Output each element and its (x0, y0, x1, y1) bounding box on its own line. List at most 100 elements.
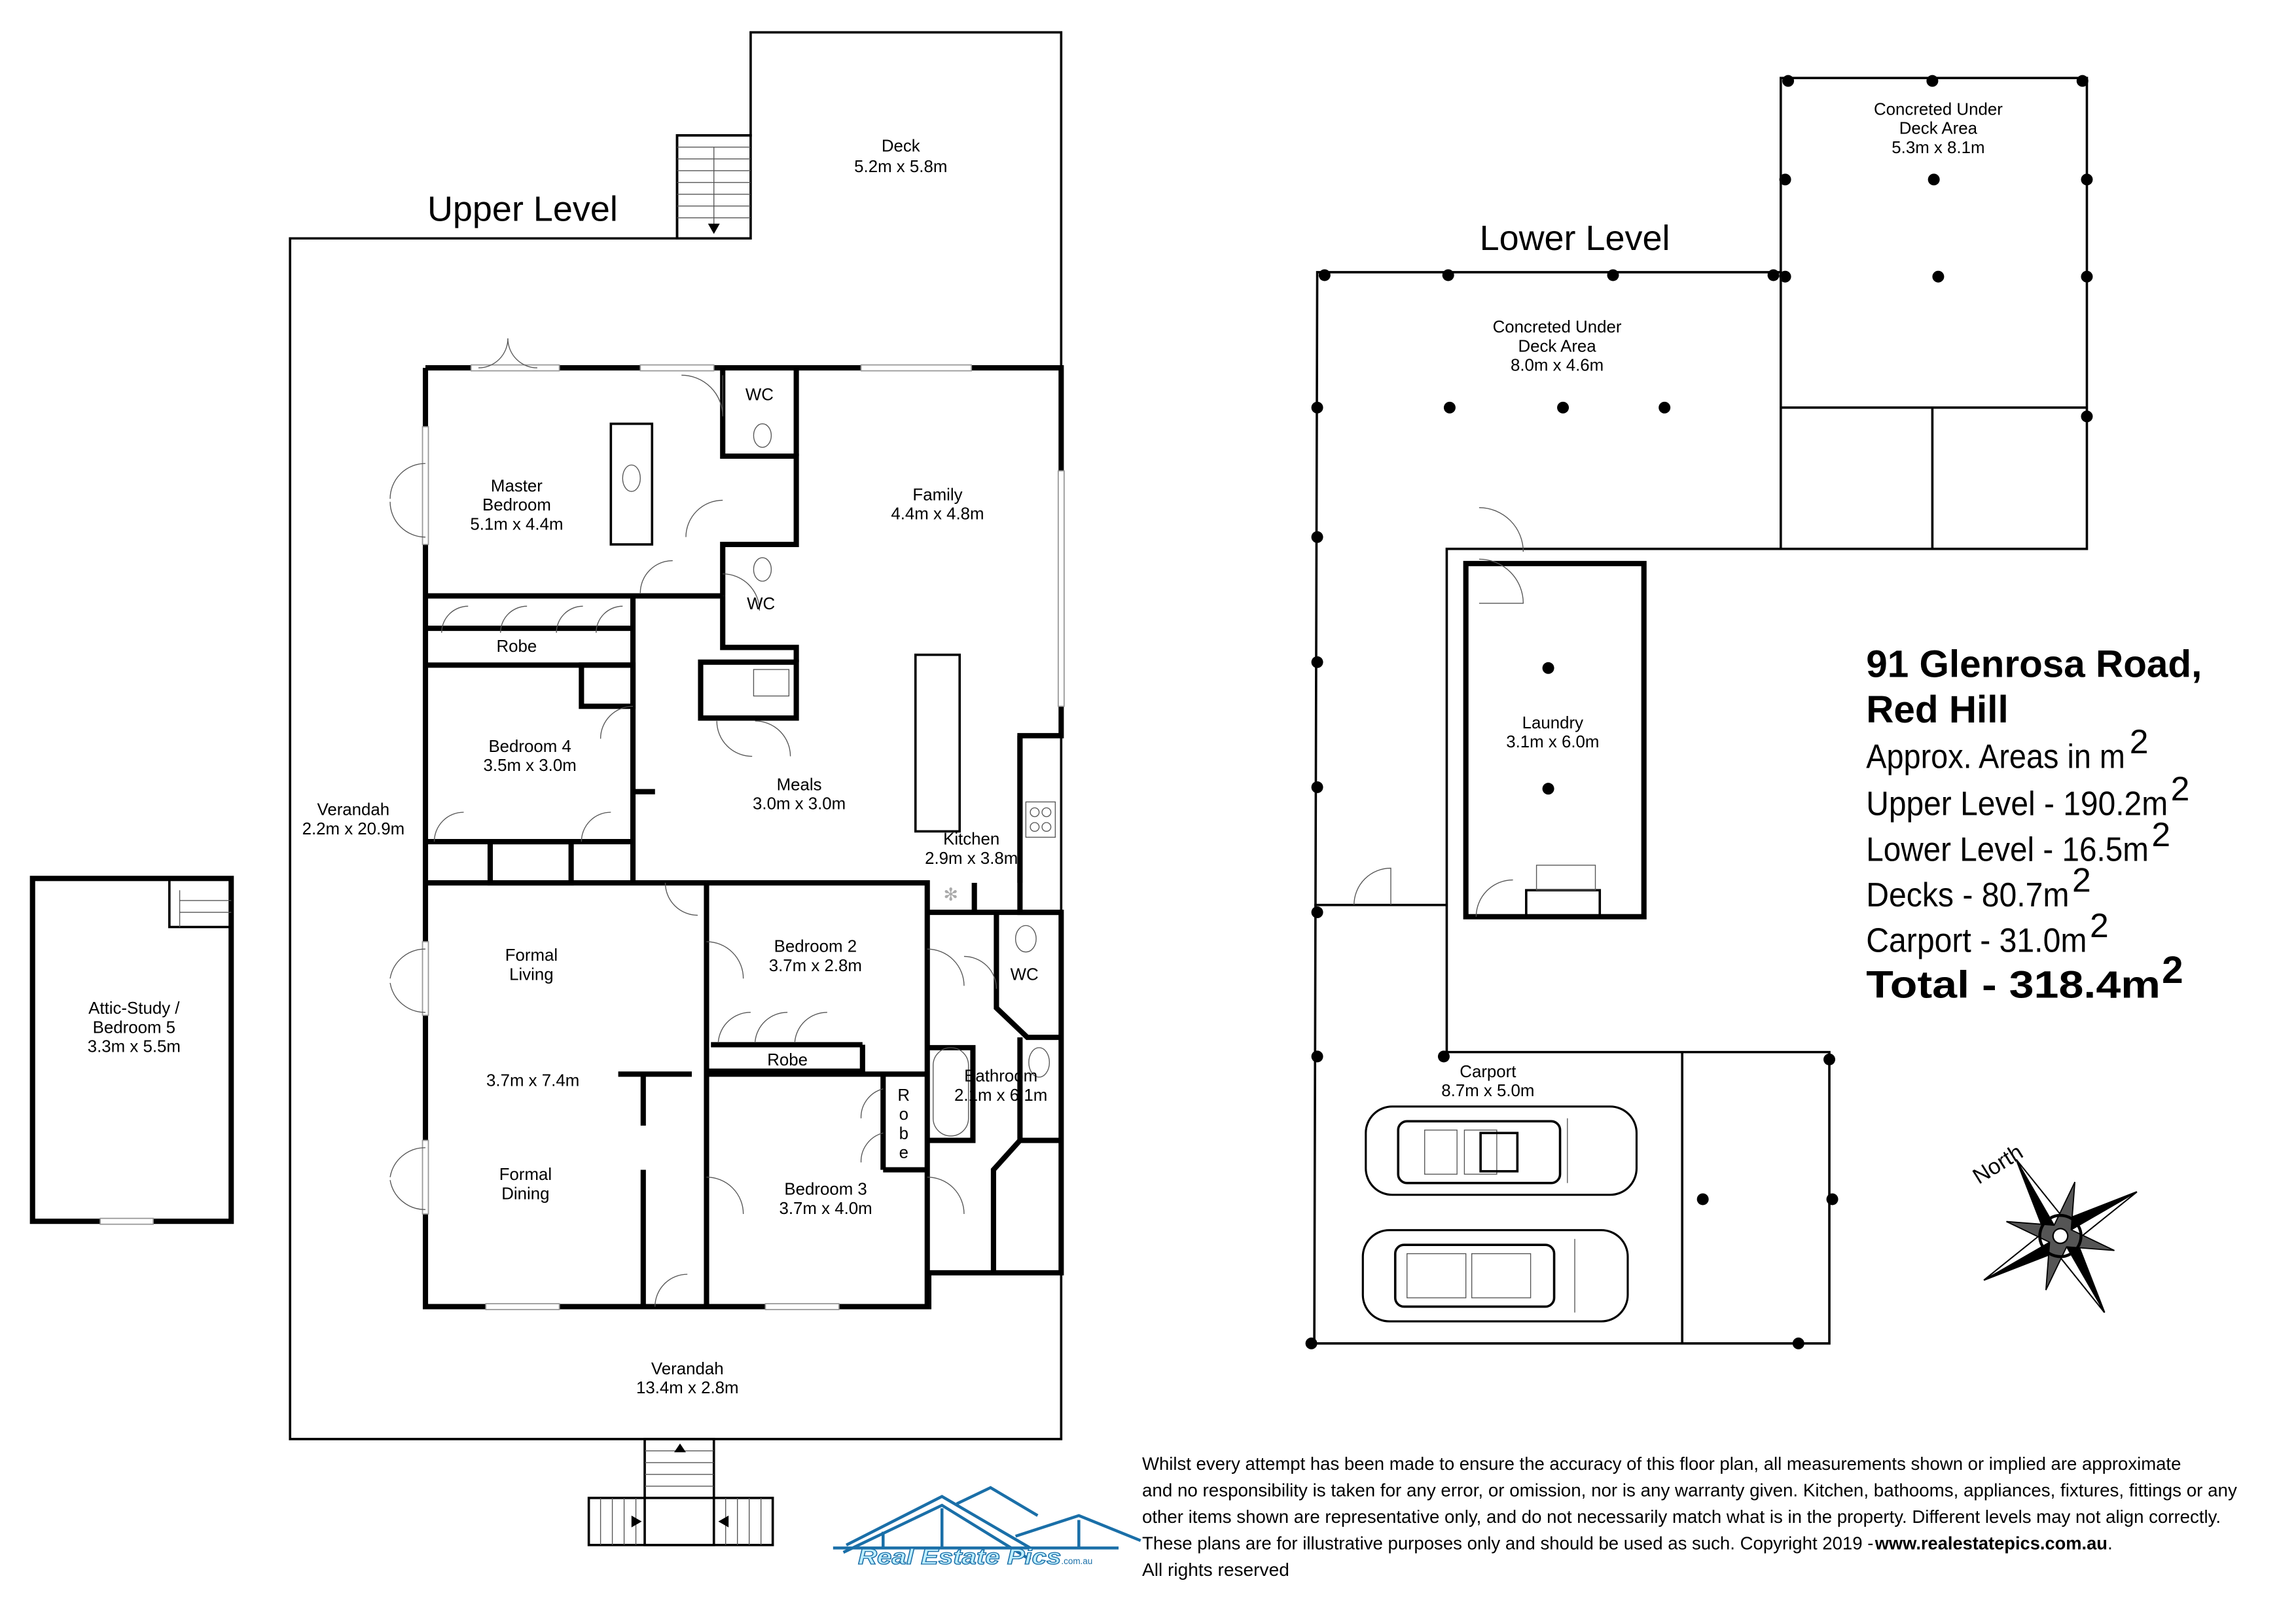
under-deck-label: Concreted Under (1493, 318, 1622, 336)
formal-living-label-2: Living (509, 965, 554, 984)
robe-letter: b (899, 1124, 908, 1143)
formal-dining-label-2: Dining (501, 1185, 549, 1203)
under-deck-size: 8.0m x 4.6m (1511, 357, 1604, 375)
carport-area: Carport - 31.0m (1866, 921, 2087, 959)
meals-size: 3.0m x 3.0m (753, 795, 846, 813)
superscript: 2 (2171, 770, 2190, 808)
bedroom3-label: Bedroom 3 (784, 1181, 867, 1199)
approx-areas: Approx. Areas in m (1866, 738, 2125, 776)
robe-label: Robe (497, 637, 537, 656)
deck-size: 5.2m x 5.8m (854, 158, 947, 176)
basin-icon (1028, 1047, 1050, 1078)
formal-living-label: Formal (505, 946, 558, 965)
disclaimer: Whilst every attempt has been made to en… (1142, 1454, 2237, 1580)
master-bedroom-size: 5.1m x 4.4m (470, 515, 563, 533)
disclaimer-line: other items shown are representative onl… (1142, 1507, 2221, 1527)
car-icon (1365, 1105, 1638, 1196)
disclaimer-line: Whilst every attempt has been made to en… (1142, 1454, 2181, 1474)
bathroom-size: 2.1m x 6.1m (954, 1086, 1047, 1105)
room-labels: Deck 5.2m x 5.8m Master Bedroom 5.1m x 4… (302, 137, 1048, 1398)
room-labels: Concreted Under Deck Area 8.0m x 4.6m Co… (1441, 100, 2003, 1100)
bedroom4-size: 3.5m x 3.0m (484, 757, 577, 775)
family-size: 4.4m x 4.8m (891, 505, 984, 524)
superscript: 2 (2090, 906, 2109, 944)
attic-level: Attic-Study / Bedroom 5 3.3m x 5.5m (29, 876, 234, 1225)
bathroom-label: Bathroom (964, 1067, 1037, 1086)
car-icon (1361, 1229, 1629, 1323)
compass-rose-icon: North (1968, 1139, 2138, 1313)
toilet-icon (1014, 925, 1037, 953)
disclaimer-line: and no responsibility is taken for any e… (1142, 1480, 2237, 1501)
disclaimer-line: These plans are for illustrative purpose… (1142, 1533, 1873, 1554)
front-stairs-icon (587, 1438, 774, 1546)
robe-letter: e (899, 1144, 908, 1162)
website-link[interactable]: www.realestatepics.com.au (1874, 1533, 2108, 1554)
area-summary: 91 Glenrosa Road, Red Hill Approx. Areas… (1866, 643, 2202, 1006)
doors (1354, 507, 1524, 917)
fixtures: ✻ (609, 422, 1056, 1137)
under-deck-label: Concreted Under (1874, 100, 2003, 118)
under-deck-label-2: Deck Area (1518, 337, 1596, 355)
decks-area: Decks - 80.7m (1866, 876, 2069, 914)
wc-label: WC (1011, 965, 1039, 984)
attic-stairs-icon (168, 877, 233, 929)
robe-label: Robe (767, 1051, 808, 1069)
sink-icon (753, 669, 790, 697)
under-deck-label-2: Deck Area (1899, 120, 1978, 138)
disclaimer-line: . (2108, 1533, 2113, 1554)
wc-label: WC (745, 386, 774, 404)
bedroom3-size: 3.7m x 4.0m (779, 1200, 872, 1218)
bedroom2-label: Bedroom 2 (774, 938, 857, 956)
formal-dining-label: Formal (499, 1166, 552, 1184)
upper-level-title: Upper Level (427, 189, 618, 228)
family-label: Family (912, 486, 962, 504)
verandah-outline (289, 31, 1063, 1440)
kitchen-label: Kitchen (943, 830, 999, 849)
real-estate-pics-logo: Real Estate Pics .com.au (833, 1486, 1141, 1570)
lower-level-area: Lower Level - 16.5m (1866, 830, 2149, 868)
windows (422, 364, 1065, 1310)
carport-size: 8.7m x 5.0m (1441, 1082, 1534, 1100)
lower-level-title: Lower Level (1480, 219, 1670, 258)
logo-text: Real Estate Pics (858, 1544, 1061, 1569)
disclaimer-line: All rights reserved (1142, 1560, 1289, 1580)
lower-level-outline (1313, 77, 2089, 1345)
upper-level: Upper Level (289, 31, 1065, 1546)
under-deck-size: 5.3m x 8.1m (1892, 139, 1984, 157)
verandah-side-label: Verandah (317, 801, 390, 819)
stairs-icon (675, 134, 752, 240)
wc-label: WC (747, 595, 775, 613)
kitchen-size: 2.9m x 3.8m (925, 849, 1018, 868)
robe-letter: o (899, 1105, 908, 1124)
bedroom2-size: 3.7m x 2.8m (769, 957, 862, 975)
superscript: 2 (2162, 949, 2183, 991)
formal-living-size: 3.7m x 7.4m (486, 1071, 579, 1090)
meals-label: Meals (777, 776, 822, 794)
toilet-icon (753, 423, 772, 448)
cooktop-icon (1025, 801, 1056, 838)
support-posts (1305, 75, 2093, 1349)
master-bedroom-label: Master (491, 477, 543, 495)
kitchen-island (914, 653, 961, 833)
address-line-1: 91 Glenrosa Road, (1866, 643, 2202, 685)
carport-label: Carport (1460, 1063, 1516, 1081)
attic-label: Attic-Study / (88, 999, 180, 1018)
fan-icon: ✻ (943, 885, 958, 905)
interior-walls (425, 368, 1062, 1307)
verandah-front-label: Verandah (651, 1360, 724, 1378)
toilet-icon (753, 557, 772, 582)
lower-level: Lower Level (1305, 75, 2093, 1349)
total-area: Total - 318.4m (1866, 963, 2161, 1006)
bathtub-icon (933, 1047, 969, 1137)
bath-island (609, 422, 654, 546)
upper-level-area: Upper Level - 190.2m (1866, 785, 2168, 823)
logo-domain: .com.au (1061, 1556, 1092, 1566)
superscript: 2 (2130, 722, 2149, 760)
attic-label-2: Bedroom 5 (93, 1018, 175, 1037)
laundry-size: 3.1m x 6.0m (1506, 733, 1599, 751)
doors (389, 338, 997, 1307)
robe-letter: R (897, 1086, 910, 1105)
verandah-front-size: 13.4m x 2.8m (636, 1379, 739, 1397)
laundry-label: Laundry (1522, 714, 1583, 732)
attic-size: 3.3m x 5.5m (88, 1038, 181, 1056)
